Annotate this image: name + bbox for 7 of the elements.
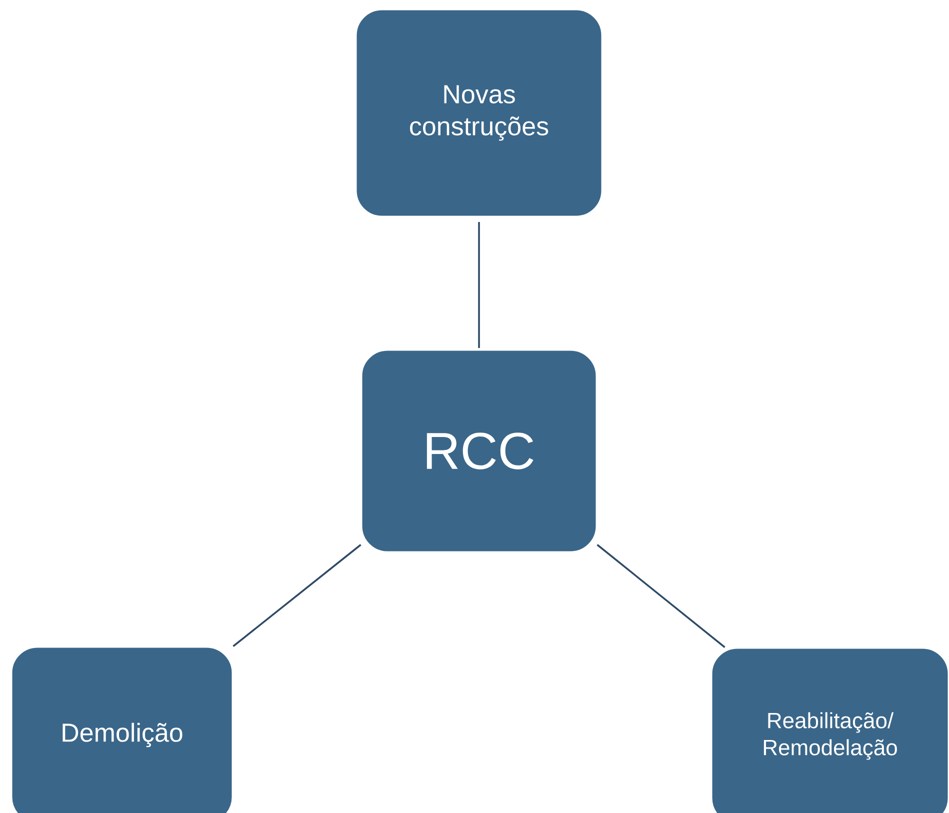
connector-line: [596, 544, 726, 648]
connector-line: [478, 222, 480, 348]
rounded-box: Novas construções: [355, 8, 603, 218]
rounded-box: RCC: [360, 349, 598, 553]
rounded-box: Reabilitação/ Remodelação: [710, 647, 949, 813]
connector-line: [232, 544, 362, 647]
rounded-box: Demolição: [10, 646, 234, 813]
